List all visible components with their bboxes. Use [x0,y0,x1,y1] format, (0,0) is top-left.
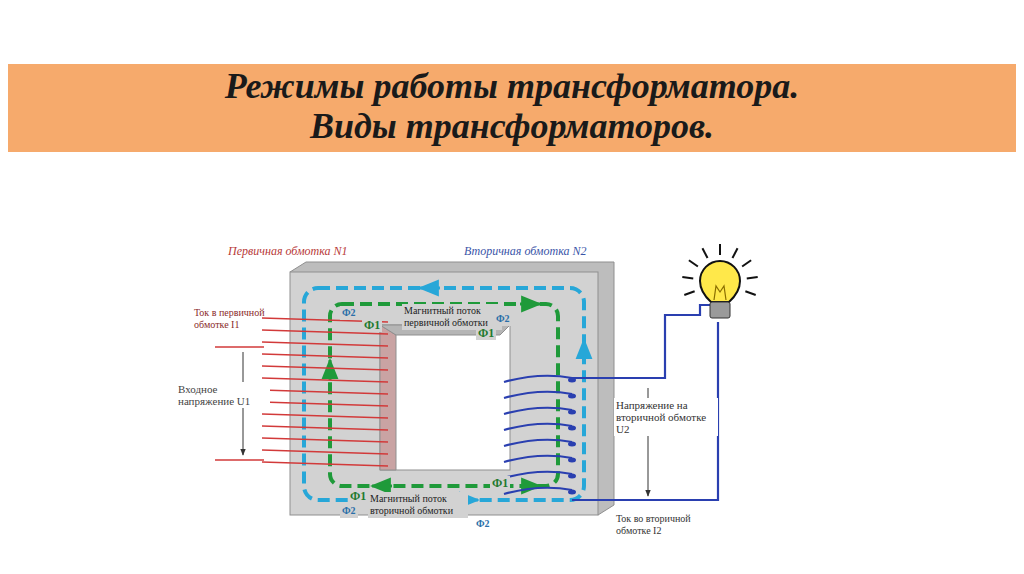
callout-label: Ток во вторичной обмотке I2 [614,512,728,538]
callout-label: Входное напряжение U1 [176,382,270,408]
window-depth [380,325,396,470]
secondary-winding [504,392,572,398]
primary-winding [262,438,388,442]
secondary-winding [504,408,572,414]
secondary-winding [568,442,576,447]
flux-symbol: Ф1 [348,489,368,503]
lamp-base [710,302,730,318]
core-depth [290,262,614,515]
secondary-winding [568,410,576,415]
lamp-ray [719,244,721,255]
flux-arrow [420,287,440,290]
primary-winding [262,378,388,382]
slide-title: Режимы работы трансформатора. Виды транс… [8,62,1016,150]
callout-label: Напряжение на вторичной обмотке U2 [614,398,718,436]
flux-symbol: Ф2 [340,504,358,518]
flux-symbol: Ф1 [476,326,496,340]
flux-symbol: Ф2 [340,306,358,320]
secondary-wire [572,305,712,378]
secondary-winding [504,440,572,446]
flux-symbol: Ф1 [490,476,510,490]
lamp-ray [702,248,707,258]
lamp-ray [732,248,737,258]
primary-winding [262,450,388,454]
flux-symbol: Ф2 [474,517,492,531]
lamp-ray [682,277,693,278]
flux-arrow [329,360,332,380]
lamp-ray [689,260,698,266]
core-window [380,325,510,470]
flux-arrow [583,340,586,360]
callout-label: Вторичная обмотка N2 [462,244,588,258]
lamp-ray [684,291,694,295]
primary-winding [262,414,388,418]
primary-lead [215,346,264,347]
secondary-winding [568,426,576,431]
flux-arrow [372,485,392,488]
lamp-ray [747,277,758,278]
callout-label: Первичная обмотка N1 [226,244,350,258]
primary-winding [262,342,388,346]
lamp-bulb [700,261,740,302]
callout-label: Ток в первичной обмотке I1 [192,306,291,332]
secondary-wire [572,322,718,500]
flux-loop [304,288,584,500]
secondary-winding [568,458,576,463]
primary-winding [262,354,388,358]
callout-label: Магнитный поток вторичной обмотки [368,492,468,518]
secondary-winding [568,394,576,399]
core [290,272,598,515]
primary-winding [262,390,388,394]
flux-symbol: Ф1 [362,318,382,332]
primary-winding [262,462,388,466]
lamp-ray [745,291,755,295]
lamp-filament [714,286,726,300]
primary-winding [262,402,388,406]
secondary-winding [504,456,572,462]
secondary-winding [568,474,576,479]
primary-lead [215,459,264,460]
secondary-winding [504,488,572,494]
lamp-ray [742,260,751,266]
secondary-winding [568,490,576,495]
secondary-winding [504,472,572,478]
primary-winding [262,366,388,370]
flux-arrow [520,303,540,306]
secondary-winding [504,424,572,430]
lamp [682,244,757,318]
primary-winding [262,426,388,430]
flux-symbol: Ф2 [494,312,512,326]
secondary-winding [504,376,572,382]
